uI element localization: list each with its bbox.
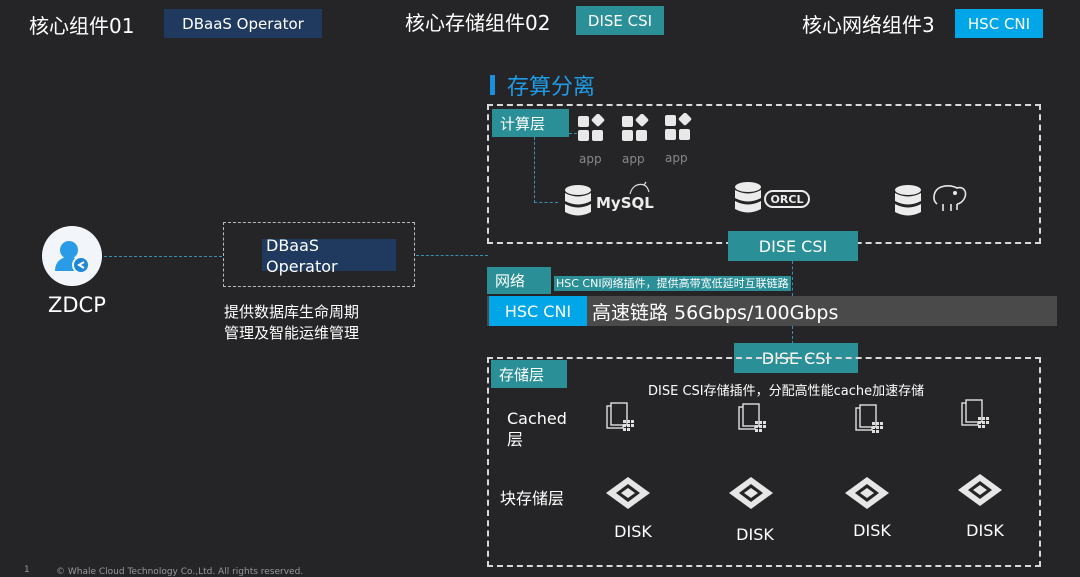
compute-layer-box [487,104,1041,244]
disk-icon-3 [843,475,891,515]
dise-csi-top-tag: DISE CSI [728,231,858,261]
cache-icon-3 [852,402,888,442]
operator-block [262,239,396,271]
connector-user-operator [104,256,222,257]
operator-dashed-box [223,222,415,287]
operator-label-line2: Operator [266,257,338,276]
storage-layer-box [487,357,1041,567]
disk-label-4: DISK [966,521,1004,540]
cache-icon-4 [958,397,994,437]
component-2-tag: DISE CSI [576,6,664,35]
component-3-label: 核心网络组件3 [802,13,935,37]
compute-connector-app [569,133,577,134]
compute-connector-v [534,137,535,203]
postgres-db-icon [893,184,923,222]
disk-label-2: DISK [736,525,774,544]
connector-operator-compute [416,255,488,256]
cache-icon-2 [735,401,771,441]
app-label-2: app [622,152,645,166]
section-title: 存算分离 [507,75,596,100]
cached-layer-label-line1: Cached [507,409,567,428]
section-title-bar [490,75,495,95]
oracle-logo: ORCL [764,190,810,208]
disk-icon-2 [727,475,775,515]
csi-bottom-connector [792,326,793,344]
component-1-label: 核心组件01 [29,14,135,38]
operator-label-line1: DBaaS [266,236,320,255]
operator-label: DBaaS Operator [266,235,338,277]
operator-description-line2: 管理及智能运维管理 [224,324,360,342]
component-2-label: 核心存储组件02 [405,11,551,35]
zdcp-label: ZDCP [48,293,106,317]
storage-layer-tag: 存储层 [491,360,567,388]
page-number: 1 [24,565,30,575]
postgres-elephant-icon [929,182,969,218]
disk-label-3: DISK [853,521,891,540]
disk-icon-1 [604,475,652,515]
app-label-3: app [665,151,688,165]
compute-connector-h [534,202,558,203]
disk-icon-4 [956,472,1004,512]
component-1-tag: DBaaS Operator [164,9,322,38]
operator-description-line1: 提供数据库生命周期 [224,303,360,321]
app-label-1: app [579,152,602,166]
cached-layer-label: Cached 层 [507,408,567,450]
storage-note: DISE CSI存储插件，分配高性能cache加速存储 [648,384,925,399]
mysql-dolphin-icon [628,180,650,200]
app-icon-1 [576,113,606,148]
network-link-text: 高速链路 56Gbps/100Gbps [592,302,839,324]
oracle-db-icon [733,181,763,219]
csi-top-connector [792,261,793,296]
app-icon-2 [620,113,650,148]
mysql-logo-text: MySQL [596,194,654,212]
network-note: HSC CNI网络插件，提供高带宽低延时互联链路 [554,276,791,291]
hsc-cni-tag: HSC CNI [489,296,587,326]
copyright-text: © Whale Cloud Technology Co.,Ltd. All ri… [56,567,304,577]
component-3-tag: HSC CNI [955,9,1043,38]
zdcp-user-icon [42,226,102,286]
block-storage-label: 块存储层 [500,489,565,508]
network-tag: 网络 [487,267,551,294]
compute-layer-tag: 计算层 [492,109,569,137]
operator-description: 提供数据库生命周期 管理及智能运维管理 [224,302,359,344]
cached-layer-label-line2: 层 [507,430,524,449]
cache-icon-1 [603,400,639,440]
app-icon-3 [663,112,693,147]
disk-label-1: DISK [614,522,652,541]
mysql-db-icon [563,184,593,222]
